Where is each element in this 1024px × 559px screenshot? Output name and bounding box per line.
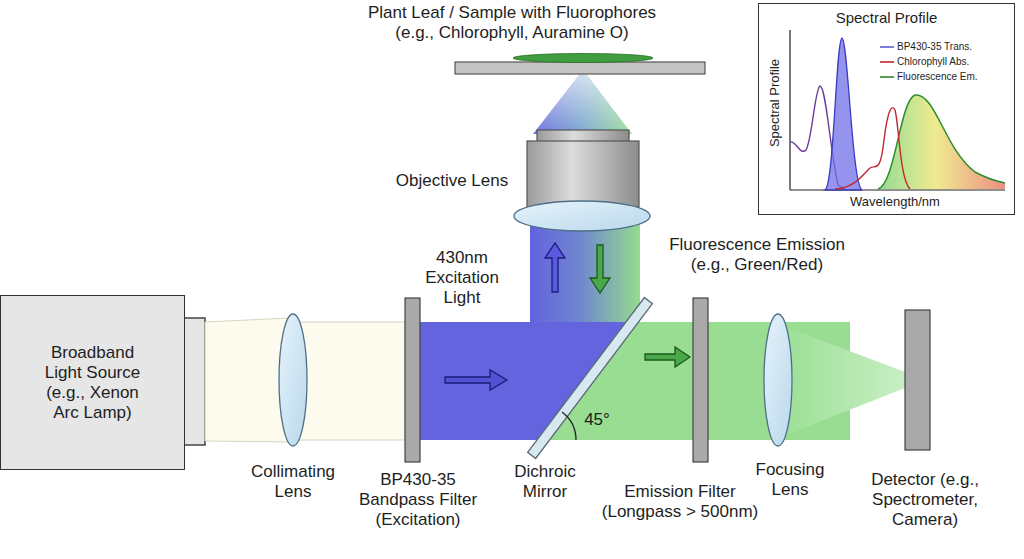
objective-body xyxy=(527,141,639,207)
lamp-nozzle xyxy=(183,318,205,445)
legend-line xyxy=(880,61,894,63)
bandpass-curve xyxy=(825,38,862,190)
white-light-cone xyxy=(205,318,290,442)
detector-label: Detector (e.g., Spectrometer, Camera) xyxy=(845,470,1005,530)
focused-beam xyxy=(778,324,905,438)
objective-label: Objective Lens xyxy=(385,171,520,191)
objective-lens xyxy=(514,201,650,231)
legend-entry: BP430-35 Trans. xyxy=(897,41,972,53)
node-text: BP430-35 Bandpass Filter (Excitation) xyxy=(353,470,483,530)
filter-label: BP430-35 Bandpass Filter (Excitation) xyxy=(353,470,483,530)
objective-cap xyxy=(537,130,629,142)
sample-cone xyxy=(533,70,632,134)
focusing-lens xyxy=(764,314,792,446)
leaf-sample xyxy=(513,54,653,63)
x-axis xyxy=(790,189,1005,190)
node-text: Broadband Light Source (e.g., Xenon Arc … xyxy=(34,343,152,423)
legend-entry: Chlorophyll Abs. xyxy=(897,56,969,68)
node-text: Detector (e.g., Spectrometer, Camera) xyxy=(845,470,1005,530)
chlorophyll-curve xyxy=(835,108,910,189)
angle-label: 45° xyxy=(577,410,617,430)
y-axis xyxy=(789,30,790,190)
angle-arc xyxy=(562,412,576,440)
inset-ground xyxy=(758,3,1015,215)
legend-line xyxy=(880,76,894,78)
fluorescence-fill xyxy=(878,95,1005,189)
node-text: Emission Filter (Longpass > 500nm) xyxy=(600,482,760,522)
node-text: Focusing Lens xyxy=(748,460,833,500)
collimating-lens xyxy=(279,314,307,446)
white-light-beam xyxy=(293,322,405,440)
inset-panel: Spectral Profile xyxy=(758,3,1015,215)
beam-label: Fluorescence Emission (e.g., Green/Red) xyxy=(662,235,852,275)
emission-filter xyxy=(693,298,708,462)
node-text: Spectral Profile xyxy=(836,8,938,28)
axis-label: Wavelength/nm xyxy=(825,194,965,210)
filter-label: Emission Filter (Longpass > 500nm) xyxy=(600,482,760,522)
dichroic-mirror xyxy=(528,298,653,459)
sample-stage xyxy=(455,62,705,74)
sample-label: Plant Leaf / Sample with Fluorophores (e… xyxy=(352,3,672,43)
legend-entry: Fluorescence Em. xyxy=(897,71,978,83)
emission-down-arrow xyxy=(590,245,610,293)
fluorescence-curve xyxy=(878,95,1005,189)
excitation-arrow xyxy=(445,370,507,390)
node-text: Plant Leaf / Sample with Fluorophores (e… xyxy=(352,3,672,43)
lens-label: Collimating Lens xyxy=(243,462,343,502)
legend-line xyxy=(880,46,894,48)
axis-label: Spectral Profile xyxy=(767,33,783,173)
node-text: Collimating Lens xyxy=(243,462,343,502)
node-text: Dichroic Mirror xyxy=(505,462,585,502)
beam-label: 430nm Excitation Light xyxy=(417,248,507,308)
excitation-up-arrow xyxy=(545,243,565,292)
light-source-box: Broadband Light Source (e.g., Xenon Arc … xyxy=(0,295,185,470)
lens-label: Focusing Lens xyxy=(748,460,833,500)
bandpass-filter xyxy=(405,298,420,462)
node-text: Objective Lens xyxy=(385,171,520,191)
emission-arrow xyxy=(645,347,690,367)
mirror-label: Dichroic Mirror xyxy=(505,462,585,502)
detector xyxy=(905,310,930,450)
